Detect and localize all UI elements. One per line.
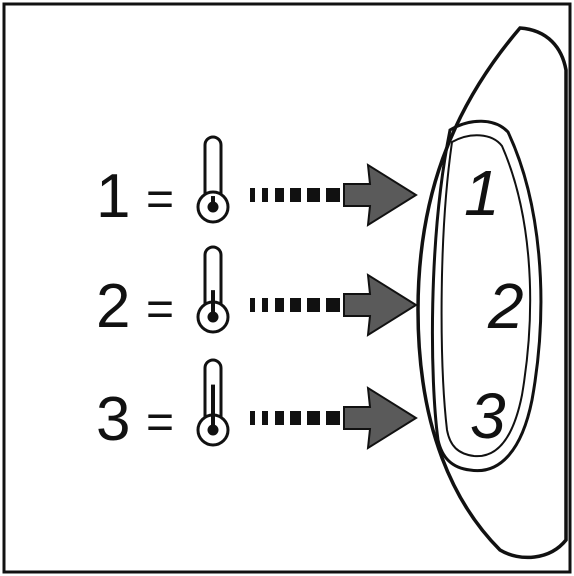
arrow-dash — [275, 188, 284, 202]
row-number: 3 — [96, 385, 130, 454]
arrow-dash — [307, 188, 320, 202]
arrow-head — [343, 163, 418, 227]
thermometer-bulb-fill — [207, 311, 219, 323]
equals-sign: = — [146, 283, 174, 336]
thermometer-mercury — [211, 384, 215, 426]
arrow-3 — [250, 386, 418, 450]
dial-inner-ring — [440, 134, 532, 458]
arrow-1 — [250, 163, 418, 227]
arrow-dash — [290, 298, 301, 312]
arrow-dash — [262, 411, 268, 425]
dial-housing — [416, 26, 568, 560]
arrow-dash — [250, 411, 255, 425]
arrow-dash — [326, 188, 340, 202]
thermometer-low-icon — [196, 135, 230, 224]
row-3: 3 = 3 — [96, 358, 506, 454]
arrow-dash — [262, 298, 268, 312]
arrow-dash — [290, 411, 301, 425]
arrow-dash — [262, 188, 268, 202]
dial-number-3: 3 — [470, 380, 506, 452]
dial-number-1: 1 — [464, 157, 500, 229]
arrow-dash — [307, 411, 320, 425]
row-2: 2 = 2 — [96, 245, 524, 342]
arrow-head — [343, 386, 418, 450]
row-number: 2 — [96, 272, 130, 341]
arrow-dash — [326, 298, 340, 312]
arrow-dash — [326, 411, 340, 425]
thermometer-tube — [203, 245, 223, 308]
thermometer-bulb-fill — [207, 201, 219, 213]
arrow-dash — [275, 411, 284, 425]
thermometer-mercury — [211, 196, 215, 203]
arrow-dash — [307, 298, 320, 312]
thermometer-bulb-fill — [207, 424, 219, 436]
dial-number-2: 2 — [487, 270, 524, 342]
thermometer-medium-icon — [196, 245, 230, 334]
thermometer-high-icon — [196, 358, 230, 447]
arrow-head — [343, 273, 418, 337]
arrow-dash — [290, 188, 301, 202]
equals-sign: = — [146, 173, 174, 226]
thermometer-tube — [203, 135, 223, 198]
arrow-dash — [250, 298, 255, 312]
rows-layer: 1 = 1 2 = 2 3 = 3 — [96, 135, 524, 454]
dial-outer-ring — [430, 119, 543, 473]
row-1: 1 = 1 — [96, 135, 500, 231]
arrow-dash — [275, 298, 284, 312]
row-number: 1 — [96, 162, 130, 231]
arrow-2 — [250, 273, 418, 337]
equals-sign: = — [146, 396, 174, 449]
arrow-dash — [250, 188, 255, 202]
thermometer-mercury — [211, 290, 215, 313]
